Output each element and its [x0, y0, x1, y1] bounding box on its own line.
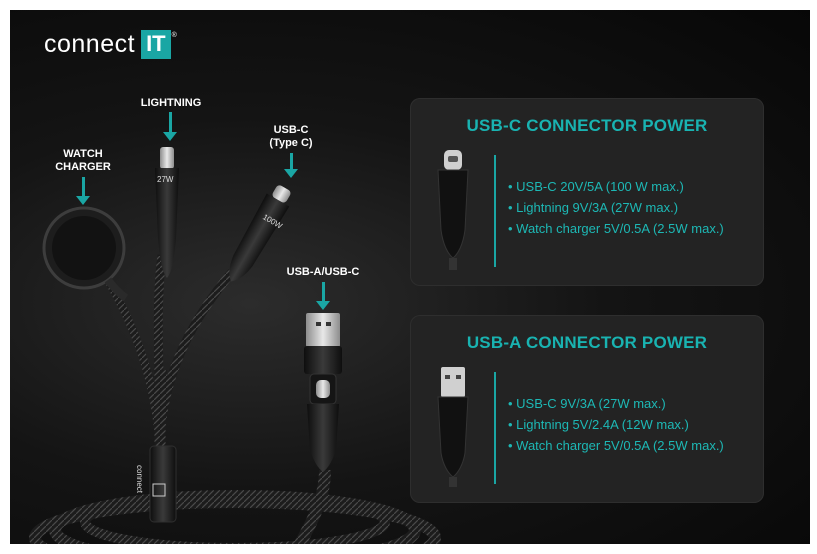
panel-title: USB-C CONNECTOR POWER: [466, 116, 708, 135]
spec-item: • USB-C 9V/3A (27W max.): [508, 396, 666, 411]
panel-title: USB-A CONNECTOR POWER: [466, 333, 708, 352]
callout-usbc: USB-C (Type C): [256, 124, 326, 150]
usba-plug-icon: [437, 367, 469, 487]
lightning-connector: [155, 147, 179, 278]
usbc-cable: [155, 269, 236, 451]
callout-lightning-text: LIGHTNING: [140, 97, 202, 109]
spec-item: • USB-C 20V/5A (100 W max.): [508, 179, 684, 194]
callout-usba-text: USB-A/USB-C: [286, 266, 360, 278]
spec-item: • Watch charger 5V/0.5A (2.5W max.): [508, 221, 724, 236]
brand-logo: connect IT ®: [44, 30, 177, 59]
panel-divider: [494, 372, 496, 484]
logo-registered-mark: ®: [171, 32, 177, 39]
callout-usbc-line2: (Type C): [269, 137, 313, 149]
spec-item: • Lightning 5V/2.4A (12W max.): [508, 417, 689, 432]
junction-brand-label: connect: [135, 465, 144, 494]
callout-watch-charger: WATCH CHARGER: [48, 148, 118, 174]
watch-charger-puck: [42, 206, 129, 302]
logo-it-box: IT: [141, 30, 171, 59]
product-image: 27W 100W connect connect IT ® LIGHTNING …: [10, 10, 810, 544]
usba-connector: [304, 313, 342, 472]
callout-watch-line2: CHARGER: [55, 161, 111, 173]
panel-divider: [494, 155, 496, 267]
usba-power-panel: USB-A CONNECTOR POWER • USB-C 9V/3A (27W…: [410, 315, 764, 503]
callout-usbc-line1: USB-C: [273, 124, 309, 136]
callout-lightning: LIGHTNING: [136, 97, 206, 110]
watch-cable: [104, 278, 164, 451]
panel-spec-list: • USB-C 20V/5A (100 W max.) • Lightning …: [508, 176, 724, 239]
spec-item: • Lightning 9V/3A (27W max.): [508, 200, 679, 215]
callout-usba: USB-A/USB-C: [276, 266, 370, 279]
spec-item: • Watch charger 5V/0.5A (2.5W max.): [508, 438, 724, 453]
cable-coil: [29, 490, 441, 544]
cable-junction: [149, 445, 177, 523]
lightning-wattage-label: 27W: [157, 175, 174, 184]
usbc-plug-icon: [437, 150, 469, 270]
cable-illustration: [29, 147, 441, 544]
logo-wordmark: connect: [44, 30, 136, 58]
panel-spec-list: • USB-C 9V/3A (27W max.) • Lightning 5V/…: [508, 393, 724, 456]
usbc-power-panel: USB-C CONNECTOR POWER • USB-C 20V/5A (10…: [410, 98, 764, 286]
usba-cable: [294, 469, 331, 544]
usbc-connector: [229, 185, 291, 282]
callout-watch-line1: WATCH: [63, 148, 103, 160]
